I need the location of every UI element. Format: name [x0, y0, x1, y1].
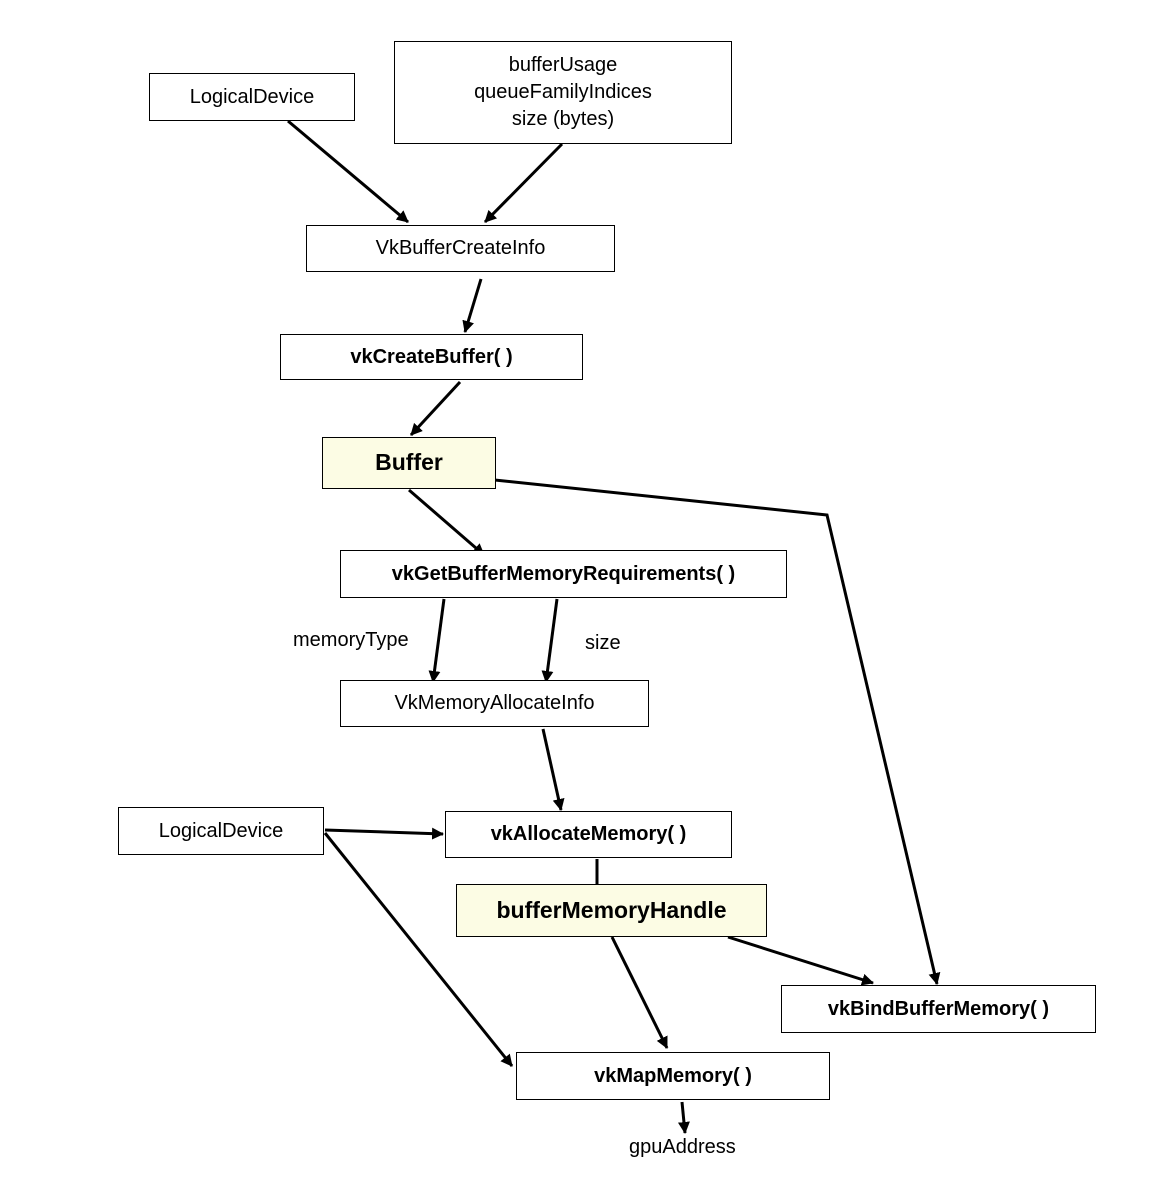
buffer-usage-param: bufferUsage	[508, 54, 618, 76]
buffer-memory-handle-node: bufferMemoryHandle	[456, 884, 767, 937]
arrow-handle-to-mapmemory	[610, 936, 669, 1049]
arrow-logicaldevice-to-createinfo	[287, 119, 409, 224]
arrow-getrequirements-to-allocinfo-size	[541, 598, 559, 683]
arrow-allocinfo-to-allocatememory	[541, 728, 565, 811]
arrow-buffer-to-getrequirements	[408, 488, 485, 557]
arrow-params-to-createinfo	[483, 142, 564, 224]
queue-family-indices-param: queueFamilyIndices	[474, 81, 652, 103]
vk-create-buffer-node: vkCreateBuffer( )	[280, 334, 583, 380]
arrow-logicaldevice-to-allocatememory	[324, 827, 444, 840]
vk-map-memory-label: vkMapMemory( )	[594, 1064, 752, 1087]
vk-allocate-memory-label: vkAllocateMemory( )	[490, 823, 687, 845]
size-label: size	[585, 632, 621, 654]
arrow-createbuffer-to-buffer	[409, 380, 462, 437]
logical-device-label: LogicalDevice	[189, 85, 315, 108]
vk-get-buffer-memory-requirements-node: vkGetBufferMemoryRequirements( )	[340, 550, 787, 598]
buffer-memory-handle-label: bufferMemoryHandle	[496, 896, 727, 923]
logical-device-node-bottom: LogicalDevice	[118, 807, 324, 855]
vk-memory-allocate-info-node: VkMemoryAllocateInfo	[340, 680, 649, 727]
vk-bind-buffer-memory-label: vkBindBufferMemory( )	[827, 997, 1050, 1020]
arrow-getrequirements-to-allocinfo-memorytype	[428, 598, 446, 683]
logical-device-node-top: LogicalDevice	[149, 73, 355, 121]
buffer-label: Buffer	[375, 449, 443, 476]
arrow-mapmemory-to-gpuaddress	[677, 1101, 690, 1134]
vk-get-buffer-memory-requirements-label: vkGetBufferMemoryRequirements( )	[391, 562, 736, 585]
arrow-createinfo-to-createbuffer	[462, 278, 483, 333]
memory-type-label: memoryType	[293, 629, 409, 651]
buffer-create-info-label: VkBufferCreateInfo	[375, 237, 546, 259]
gpu-address-label: gpuAddress	[629, 1136, 736, 1158]
arrow-handle-to-bindmemory	[727, 935, 874, 986]
logical-device-bottom-label: LogicalDevice	[158, 819, 284, 842]
size-bytes-param: size (bytes)	[511, 108, 615, 130]
vk-bind-buffer-memory-node: vkBindBufferMemory( )	[781, 985, 1096, 1033]
buffer-node: Buffer	[322, 437, 496, 489]
arrow-buffer-to-bindmemory	[465, 475, 941, 985]
arrow-logicaldevice-to-mapmemory	[323, 832, 514, 1067]
vk-create-buffer-label: vkCreateBuffer( )	[350, 345, 513, 368]
buffer-params-node: bufferUsage queueFamilyIndices size (byt…	[394, 41, 732, 144]
buffer-create-info-node: VkBufferCreateInfo	[306, 225, 615, 272]
vk-memory-allocate-info-label: VkMemoryAllocateInfo	[394, 692, 595, 714]
vk-allocate-memory-node: vkAllocateMemory( )	[445, 811, 732, 858]
vk-map-memory-node: vkMapMemory( )	[516, 1052, 830, 1100]
